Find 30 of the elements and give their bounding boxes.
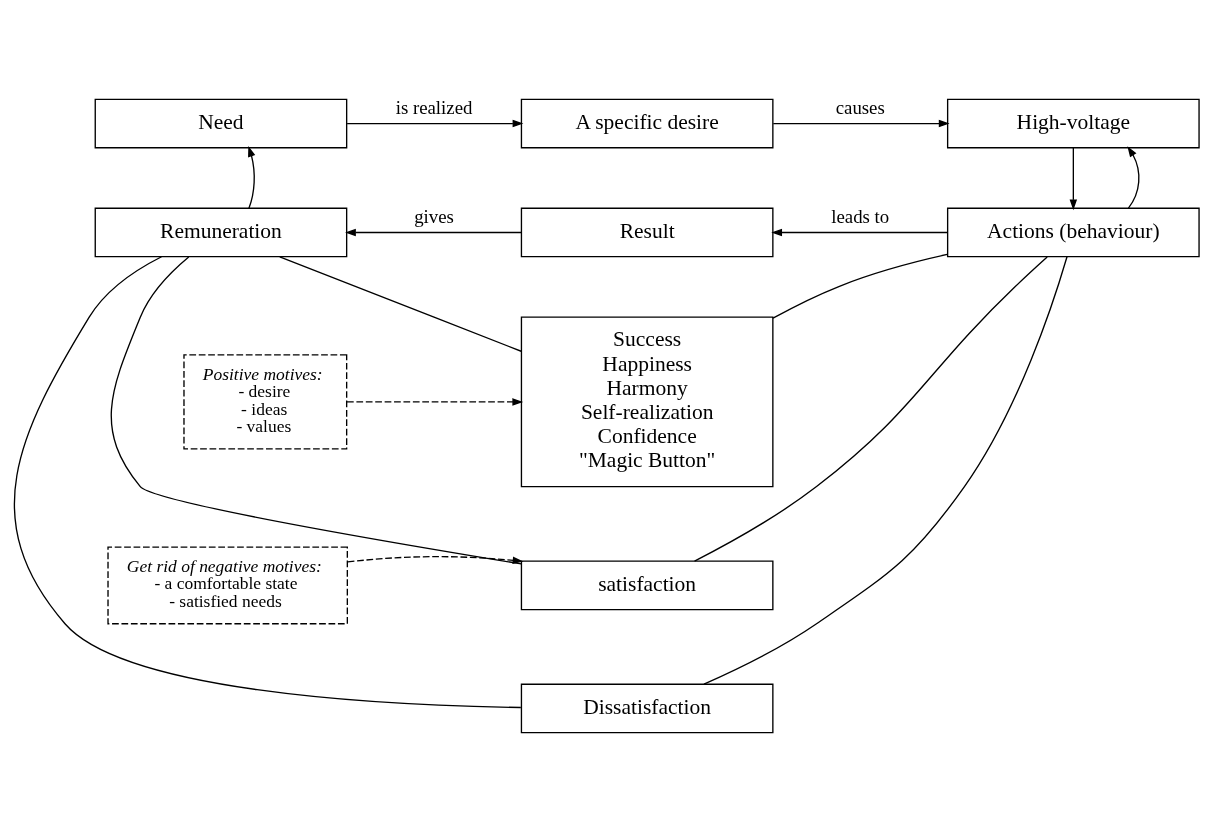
node-box: Get rid of negative motives: - a comfortable state - satisfied needs bbox=[107, 545, 348, 624]
edge-label: is realized bbox=[395, 96, 473, 118]
arrow bbox=[347, 555, 524, 564]
connector bbox=[693, 255, 1048, 562]
edge-label: leads to bbox=[831, 205, 890, 227]
edge-label: gives bbox=[414, 205, 454, 227]
node-box: Need bbox=[94, 98, 348, 148]
node-box: Actions (behaviour) bbox=[946, 207, 1200, 257]
node-box: Result bbox=[520, 207, 774, 257]
node-box: A specific desire bbox=[520, 98, 774, 148]
arrow bbox=[346, 119, 524, 127]
arrow bbox=[1127, 145, 1140, 209]
arrow bbox=[1069, 146, 1078, 210]
node-box: High-voltage bbox=[946, 98, 1200, 148]
connector bbox=[13, 255, 522, 708]
connector bbox=[110, 255, 522, 565]
edge-label: causes bbox=[835, 96, 885, 118]
node-box: satisfaction bbox=[520, 560, 774, 610]
connector bbox=[279, 255, 522, 352]
arrow bbox=[346, 397, 524, 406]
connector bbox=[703, 255, 1068, 685]
node-box: Remuneration bbox=[94, 207, 348, 257]
node-box: Positive motives: - desire - ideas - values bbox=[183, 353, 348, 450]
connector bbox=[772, 253, 948, 319]
node-box: Dissatisfaction bbox=[520, 683, 774, 733]
arrow bbox=[248, 145, 256, 209]
arrow bbox=[772, 119, 950, 127]
node-box: Success Happiness Harmony Self-realization Confidence "Magic Button" bbox=[520, 316, 774, 487]
arrow bbox=[771, 228, 949, 236]
arrow bbox=[345, 228, 522, 236]
